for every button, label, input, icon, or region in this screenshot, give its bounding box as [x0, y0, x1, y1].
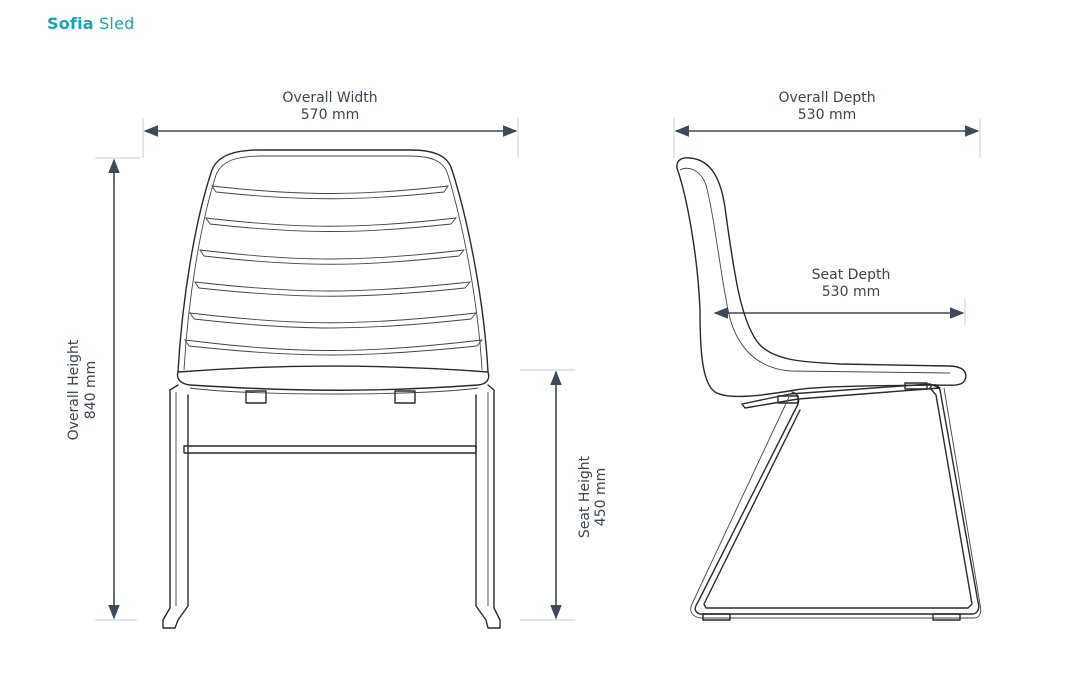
- overall-depth-value: 530 mm: [798, 107, 856, 123]
- seat-depth-label: Seat Depth: [812, 267, 891, 283]
- overall-height-label: Overall Height: [66, 339, 82, 440]
- product-brand: Sofia: [47, 14, 94, 33]
- seat-height-label: Seat Height: [577, 455, 593, 538]
- overall-width-label: Overall Width: [282, 90, 377, 106]
- seat-height-value: 450 mm: [593, 468, 609, 526]
- overall-width-value: 570 mm: [301, 107, 359, 123]
- chair-side-view: [676, 157, 982, 621]
- product-title: Sofia Sled: [47, 14, 134, 33]
- seat-height-dimension: Seat Height 450 mm: [520, 369, 609, 621]
- seat-depth-dimension: Seat Depth 530 mm: [713, 267, 966, 325]
- overall-height-value: 840 mm: [83, 361, 99, 419]
- overall-depth-dimension: Overall Depth 530 mm: [673, 90, 981, 158]
- overall-height-dimension: Overall Height 840 mm: [66, 157, 140, 621]
- seat-depth-value: 530 mm: [822, 284, 880, 300]
- product-model: Sled: [99, 14, 135, 33]
- overall-width-dimension: Overall Width 570 mm: [142, 90, 519, 158]
- backrest-slats: [184, 185, 484, 356]
- overall-depth-label: Overall Depth: [778, 90, 875, 106]
- chair-front-view: [162, 149, 501, 629]
